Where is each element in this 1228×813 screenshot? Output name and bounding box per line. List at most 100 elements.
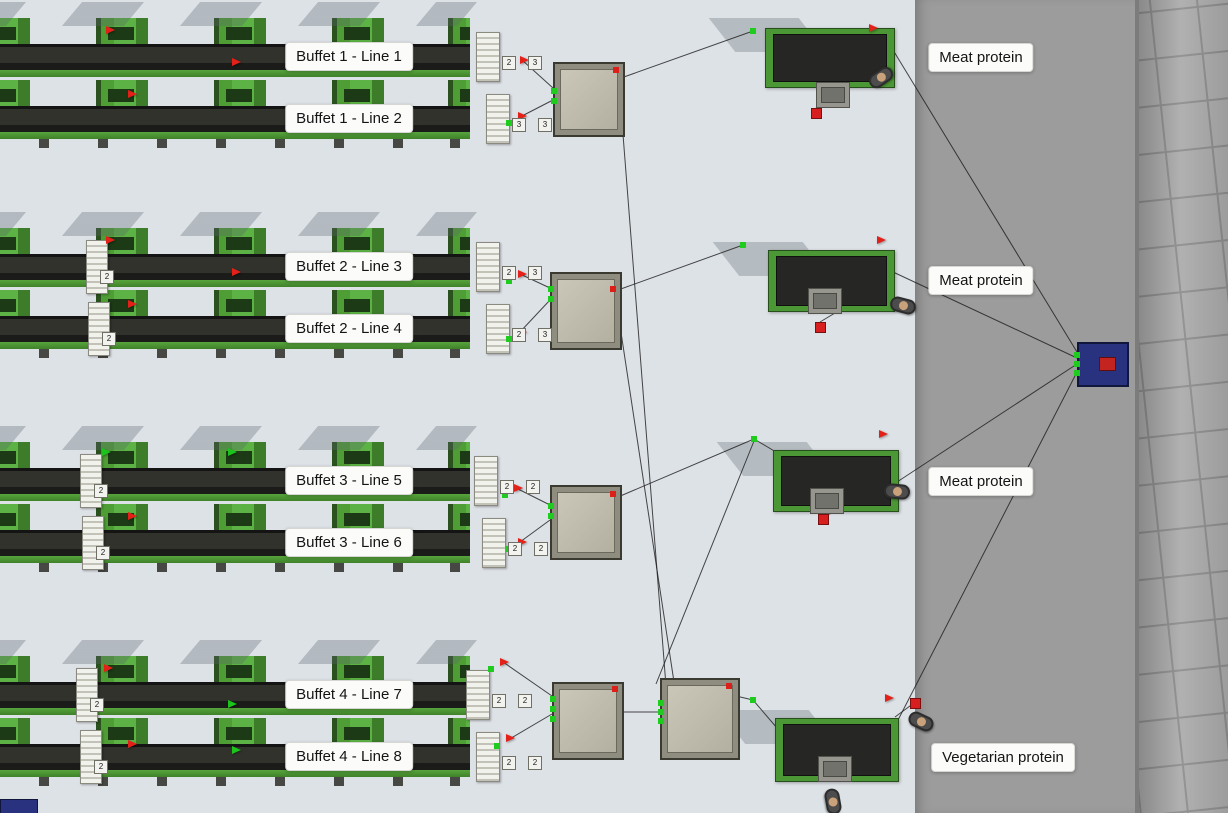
queue-box-surface: [667, 685, 733, 753]
tray-rack[interactable]: [486, 94, 510, 144]
buffet-line-label: Buffet 4 - Line 8: [285, 742, 413, 771]
output-port-dot: [494, 743, 500, 749]
tray-rack[interactable]: [476, 242, 500, 292]
capacity-tag: 3: [528, 56, 542, 70]
machine-row: [0, 504, 470, 532]
input-port-dot: [548, 503, 554, 509]
tray-rack[interactable]: [476, 732, 500, 782]
belt-frame: [0, 70, 470, 77]
station-label: Meat protein: [928, 467, 1034, 496]
buffet-line-label: Buffet 2 - Line 3: [285, 252, 413, 281]
capacity-tag: 2: [500, 480, 514, 494]
input-port-dot: [551, 88, 557, 94]
tray-rack[interactable]: [86, 240, 108, 294]
queue-box-3[interactable]: [548, 485, 622, 560]
machine-shadow: [0, 640, 478, 664]
buffet-line-5[interactable]: [0, 426, 478, 504]
machine-shadow: [0, 426, 478, 450]
queue-box-2[interactable]: [548, 272, 622, 350]
input-node-dot: [750, 697, 756, 703]
red-flag-marker: [128, 740, 137, 748]
flow-link: [519, 299, 551, 333]
station-monitor[interactable]: [816, 82, 850, 108]
tray-rack[interactable]: [80, 730, 102, 784]
red-square-marker: [811, 108, 822, 119]
exit-sink[interactable]: [1074, 342, 1129, 387]
input-port-dot: [548, 286, 554, 292]
red-flag-marker: [514, 484, 523, 492]
flow-link: [502, 661, 553, 697]
input-node-dot: [750, 28, 756, 34]
tray-rack[interactable]: [80, 454, 102, 508]
red-square-marker: [815, 322, 826, 333]
buffet-line-1[interactable]: [0, 2, 478, 80]
capacity-tag: 2: [102, 332, 116, 346]
red-flag-marker: [128, 300, 137, 308]
red-square-marker: [818, 514, 829, 525]
capacity-tag: 2: [534, 542, 548, 556]
capacity-tag: 2: [94, 760, 108, 774]
machine-shadow: [0, 2, 478, 26]
machine-row: [0, 290, 470, 318]
machine-row: [0, 18, 470, 46]
output-port-dot: [506, 278, 512, 284]
red-flag-marker: [877, 236, 886, 244]
input-port-dot: [550, 716, 556, 722]
buffet-line-label: Buffet 3 - Line 5: [285, 466, 413, 495]
status-dot: [610, 286, 616, 292]
flow-link: [896, 371, 1078, 723]
flow-link: [896, 363, 1078, 483]
capacity-tag: 2: [502, 56, 516, 70]
tray-rack[interactable]: [76, 668, 98, 722]
output-port-dot: [506, 336, 512, 342]
input-node-dot: [751, 436, 757, 442]
station-monitor[interactable]: [808, 288, 842, 314]
red-flag-marker: [106, 236, 115, 244]
tray-rack[interactable]: [474, 456, 498, 506]
belt-frame: [0, 280, 470, 287]
flow-link: [616, 305, 675, 683]
flow-link: [892, 271, 1078, 359]
input-port-dot: [658, 700, 664, 706]
red-flag-marker: [506, 734, 515, 742]
queue-box-4[interactable]: [550, 682, 624, 760]
flow-link: [892, 49, 1078, 353]
tray-rack[interactable]: [82, 516, 104, 570]
tray-rack[interactable]: [88, 302, 110, 356]
capacity-tag: 2: [508, 542, 522, 556]
tray-rack[interactable]: [476, 32, 500, 82]
walkway-strip: [915, 0, 1135, 813]
operator-person[interactable]: [883, 482, 911, 501]
buffet-line-label: Buffet 1 - Line 1: [285, 42, 413, 71]
buffet-line-4[interactable]: [0, 290, 470, 358]
flow-link: [753, 438, 777, 453]
tray-rack[interactable]: [482, 518, 506, 568]
queue-box-5[interactable]: [658, 678, 740, 760]
queue-box-surface: [557, 492, 615, 553]
queue-box-surface: [559, 689, 617, 753]
tray-rack[interactable]: [486, 304, 510, 354]
green-flag-marker: [102, 448, 111, 456]
machine-feet: [0, 777, 470, 786]
station-monitor[interactable]: [810, 488, 844, 514]
output-port-dot: [506, 120, 512, 126]
blue-object-partial[interactable]: [0, 799, 38, 813]
red-flag-marker: [128, 512, 137, 520]
belt-frame: [0, 132, 470, 139]
red-flag-marker: [518, 270, 527, 278]
station-label: Meat protein: [928, 43, 1034, 72]
station-monitor[interactable]: [818, 756, 852, 782]
red-flag-marker: [520, 56, 529, 64]
capacity-tag: 2: [526, 480, 540, 494]
tray-rack[interactable]: [466, 670, 490, 720]
input-port-dot: [548, 296, 554, 302]
red-flag-marker: [128, 90, 137, 98]
queue-box-1[interactable]: [551, 62, 625, 137]
capacity-tag: 3: [538, 118, 552, 132]
status-dot: [610, 491, 616, 497]
serving-station-1[interactable]: [765, 28, 895, 88]
input-port-dot: [550, 696, 556, 702]
belt-frame: [0, 556, 470, 563]
input-port-dot: [551, 98, 557, 104]
